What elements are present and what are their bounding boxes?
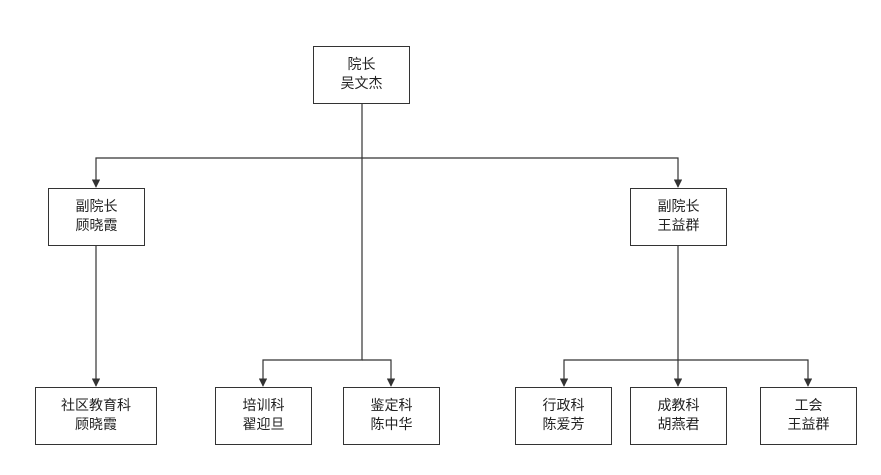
node-adult-education: 成教科 胡燕君 [630, 387, 727, 445]
node-training: 培训科 翟迎旦 [215, 387, 312, 445]
node-administration-title: 行政科 [542, 398, 585, 414]
node-vp-left-title: 副院长 [75, 199, 118, 215]
node-vp-right-title: 副院长 [657, 199, 700, 215]
node-vp-right: 副院长 王益群 [630, 188, 727, 246]
node-president-name: 吴文杰 [340, 76, 383, 92]
node-community-education-name: 顾晓霞 [75, 417, 117, 433]
node-adult-education-title: 成教科 [657, 398, 700, 414]
node-appraisal: 鉴定科 陈中华 [343, 387, 440, 445]
edge-vp-right-to-administration [559, 359, 678, 387]
node-union-name: 王益群 [787, 417, 830, 433]
node-president: 院长 吴文杰 [313, 46, 410, 104]
edge-president-to-training [258, 158, 363, 387]
node-training-title: 培训科 [242, 398, 285, 414]
edge-president-to-appraisal [362, 359, 396, 387]
node-administration: 行政科 陈爱芳 [515, 387, 612, 445]
node-community-education-title: 社区教育科 [61, 398, 131, 414]
node-administration-name: 陈爱芳 [542, 417, 585, 433]
node-president-title: 院长 [347, 57, 376, 73]
node-vp-left: 副院长 顾晓霞 [48, 188, 145, 246]
edge-president-to-vp-right [362, 157, 683, 188]
node-union: 工会 王益群 [760, 387, 857, 445]
node-community-education: 社区教育科 顾晓霞 [35, 387, 157, 445]
edge-vp-right-to-union [678, 359, 813, 387]
node-vp-left-name: 顾晓霞 [75, 218, 118, 234]
edge-president-to-vp-left [91, 104, 363, 188]
node-appraisal-title: 鉴定科 [370, 398, 413, 414]
node-appraisal-name: 陈中华 [370, 417, 413, 433]
node-vp-right-name: 王益群 [657, 218, 700, 234]
node-union-title: 工会 [794, 398, 823, 414]
node-training-name: 翟迎旦 [242, 417, 285, 433]
node-adult-education-name: 胡燕君 [657, 417, 700, 433]
